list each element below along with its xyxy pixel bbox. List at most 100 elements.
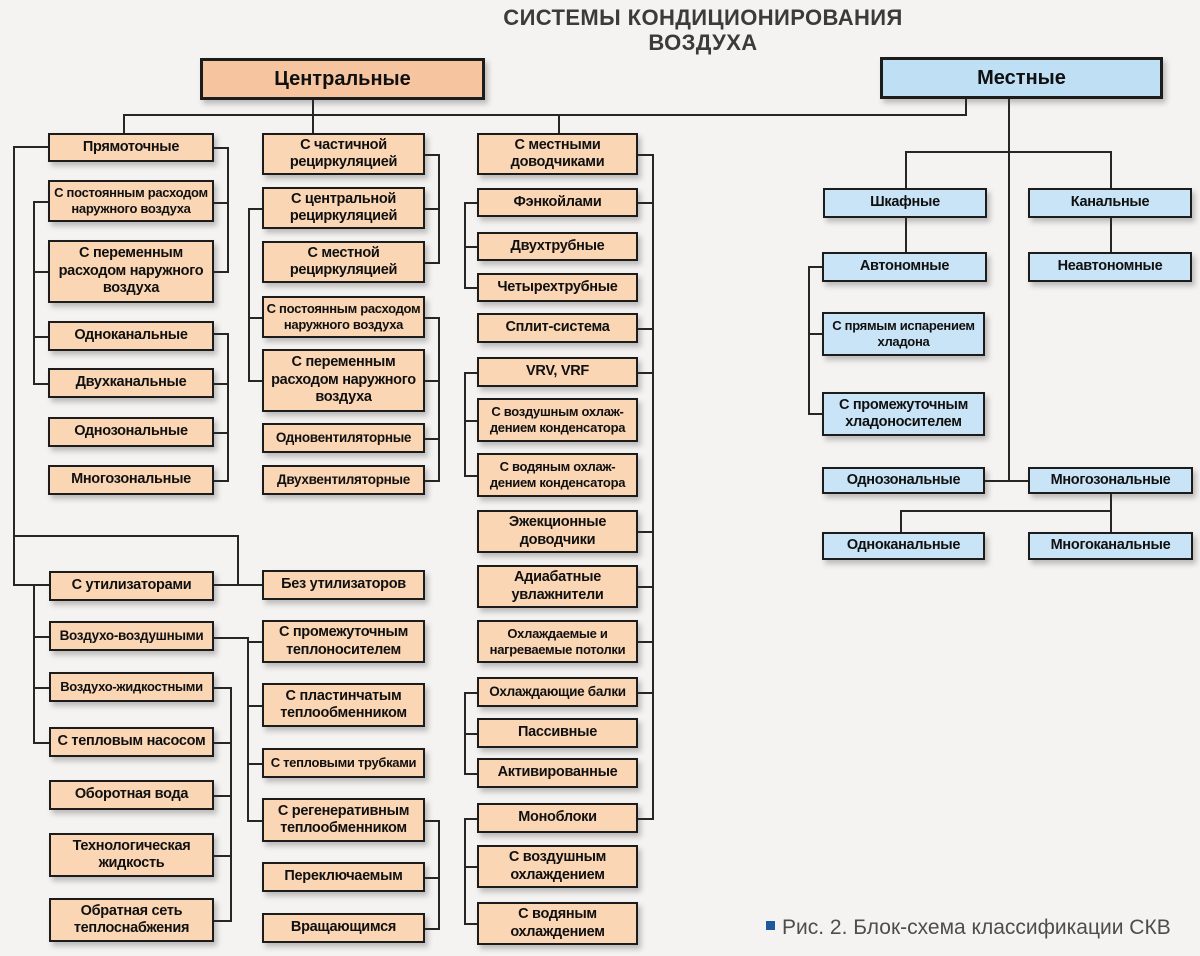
connector-line — [214, 584, 262, 586]
connector-line — [464, 287, 478, 289]
connector-line — [638, 692, 654, 694]
connector-line — [638, 372, 654, 374]
node-neavton: Неавтономные — [1028, 252, 1192, 282]
connector-line — [214, 271, 228, 273]
connector-line — [33, 336, 49, 338]
connector-line — [214, 687, 231, 689]
connector-line — [425, 438, 439, 440]
connector-line — [808, 413, 824, 415]
node-local_hdr: Местные — [880, 57, 1163, 99]
caption-text: Рис. 2. Блок-схема классификации СКВ — [782, 916, 1171, 939]
node-mnogokan2: Многоканальные — [1028, 532, 1193, 560]
connector-line — [464, 372, 478, 374]
node-tepl_nasos: С тепловым насосом — [49, 727, 214, 757]
connector-line — [123, 114, 967, 116]
connector-line — [312, 100, 314, 115]
node-passiv: Пассивные — [477, 718, 638, 748]
node-perem_rash2: С переменным расходом наружного воздуха — [262, 349, 425, 412]
connector-line — [214, 795, 231, 797]
connector-line — [33, 585, 35, 743]
connector-line — [464, 733, 478, 735]
connector-line — [638, 641, 654, 643]
connector-line — [247, 820, 263, 822]
node-vrash: Вращающимся — [262, 913, 425, 943]
node-pryam: Прямоточные — [48, 133, 214, 162]
node-pryam_ispar: С прямым испарением хладона — [822, 312, 985, 356]
connector-line — [1008, 98, 1010, 482]
connector-line — [312, 114, 314, 134]
connector-line — [464, 475, 478, 477]
connector-line — [425, 208, 439, 210]
caption-bullet-icon — [766, 920, 775, 930]
node-promezh_hlad: С промежуточным хладоносителем — [822, 392, 985, 436]
node-post_rash2: С постоянным расходом наружного воздуха — [262, 296, 425, 338]
connector-line — [33, 383, 49, 385]
connector-line — [638, 328, 654, 330]
node-bez_util: Без утилизаторов — [262, 570, 425, 600]
connector-line — [33, 687, 50, 689]
connector-line — [425, 154, 439, 156]
connector-line — [214, 855, 231, 857]
connector-line — [227, 333, 229, 482]
node-tepl_trubki: С тепловыми трубками — [262, 748, 425, 778]
node-avton: Автономные — [822, 252, 987, 282]
connector-line — [438, 317, 440, 482]
node-aktiv: Активированные — [477, 758, 638, 788]
node-split: Сплит-система — [477, 313, 638, 343]
connector-line — [464, 420, 478, 422]
connector-line — [905, 151, 907, 188]
connector-line — [1110, 151, 1112, 188]
node-odnozon2: Однозональные — [822, 467, 985, 494]
connector-line — [900, 510, 1112, 512]
connector-line — [638, 586, 654, 588]
node-kanal: Канальные — [1028, 188, 1192, 218]
connector-line — [638, 202, 654, 204]
connector-line — [214, 147, 228, 149]
connector-line — [230, 687, 232, 922]
connector-line — [33, 742, 50, 744]
connector-line — [214, 202, 228, 204]
connector-line — [248, 208, 250, 382]
node-adiabat: Адиабатные увлажнители — [477, 565, 638, 608]
node-perekl: Переключаемым — [262, 862, 425, 892]
node-balki: Охлаждающие балки — [477, 677, 638, 707]
node-vod_ohl_kond: С водяным охлаж- дением конденсатора — [477, 453, 638, 497]
connector-line — [464, 202, 478, 204]
connector-line — [425, 480, 439, 482]
node-vozduh_zhidk: Воздухо-жидкостными — [49, 672, 214, 702]
connector-line — [464, 818, 466, 925]
connector-line — [464, 692, 478, 694]
connector-line — [438, 820, 440, 930]
connector-line — [425, 928, 439, 930]
connector-line — [905, 151, 1112, 153]
node-vrv: VRV, VRF — [477, 357, 638, 387]
connector-line — [214, 333, 228, 335]
node-perem_rash1: С переменным расходом наружного воздуха — [48, 240, 214, 303]
node-vozduh_vozduh: Воздухо-воздушными — [49, 621, 214, 651]
connector-line — [425, 820, 439, 822]
node-obrat_set: Обратная сеть теплоснабжения — [49, 898, 214, 942]
node-odnokan1: Одноканальные — [48, 321, 214, 351]
node-regen: С регенеративным теплообменником — [262, 798, 425, 842]
connector-line — [638, 531, 654, 533]
node-monoblok: Моноблоки — [477, 803, 638, 833]
connector-line — [214, 480, 228, 482]
node-centr_recirc: С центральной рециркуляцией — [262, 187, 425, 229]
connector-line — [247, 763, 263, 765]
node-chast_recirc: С частичной рециркуляцией — [262, 133, 425, 175]
node-mestn_recirc: С местной рециркуляцией — [262, 241, 425, 283]
connector-line — [227, 147, 229, 273]
node-dvuhtrub: Двухтрубные — [477, 232, 638, 261]
node-vod_ohl: С водяным охлаждением — [477, 902, 638, 945]
connector-line — [638, 818, 654, 820]
connector-line — [1110, 494, 1112, 511]
diagram-title: СИСТЕМЫ КОНДИЦИОНИРОВАНИЯ ВОЗДУХА — [503, 5, 903, 55]
connector-line — [247, 641, 263, 643]
connector-line — [464, 246, 478, 248]
connector-line — [214, 920, 231, 922]
connector-line — [638, 154, 654, 156]
connector-line — [1110, 218, 1112, 252]
node-tehn_zhidk: Технологическая жидкость — [49, 833, 214, 877]
connector-line — [214, 432, 228, 434]
connector-line — [247, 705, 263, 707]
